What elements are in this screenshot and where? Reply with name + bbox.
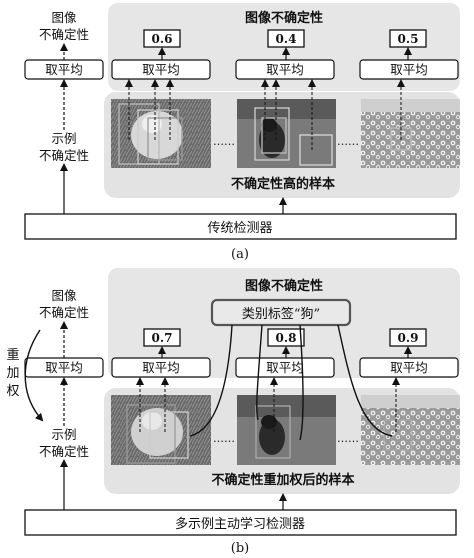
dashed-arrows-a [125, 79, 405, 150]
avg-label-b-1: 取平均 [142, 360, 180, 375]
avg-label-b-2: 取平均 [266, 360, 304, 375]
sample-image-b-2 [237, 395, 336, 465]
detector-box-a [24, 213, 457, 240]
caption-b: (b) [231, 541, 249, 556]
banner-title-a: 图像不确定性 [245, 10, 323, 26]
reweight-curved-arrow [24, 329, 44, 422]
dots-b-1: …… [213, 432, 235, 445]
reweight-char-2: 加 [6, 366, 19, 381]
reweight-char-3: 权 [6, 383, 19, 399]
instance-uncertainty-label-a-2: 不确定性 [39, 148, 89, 163]
caption-a: (a) [231, 247, 249, 262]
detector-box-b [24, 509, 457, 536]
detector-label-b: 多示例主动学习检测器 [175, 516, 305, 532]
avg-label-a-left: 取平均 [45, 62, 83, 77]
sample-image-a-2 [237, 99, 336, 168]
samples-caption-b: 不确定性重加权后的样本 [211, 472, 354, 488]
image-uncertainty-label-a-2: 不确定性 [39, 27, 89, 42]
avg-label-a-3: 取平均 [390, 62, 428, 77]
sample-image-a-1 [111, 99, 211, 168]
panel-a: 图像不确定性 图像 不确定性 0.6 0.4 0.5 取平均 取平均 取平均 取… [24, 3, 460, 262]
detector-label-a: 传统检测器 [207, 221, 272, 236]
class-label-links [189, 324, 393, 441]
value-a-3: 0.5 [398, 32, 419, 46]
avg-box-a-2 [235, 59, 335, 80]
dots-a-2: …… [337, 135, 359, 148]
value-a-2: 0.4 [276, 32, 297, 46]
sample-image-b-3 [361, 395, 460, 465]
panel-b: 图像不确定性 类别标签“狗” 图像 不确定性 0.7 0.8 0.9 取平均 取… [6, 268, 460, 556]
samples-caption-a: 不确定性高的样本 [231, 176, 335, 192]
avg-box-b-3 [359, 357, 459, 378]
dots-a-1: …… [213, 135, 235, 148]
value-b-2: 0.8 [276, 331, 297, 345]
avg-box-a-1 [111, 59, 211, 80]
value-a-1: 0.6 [152, 32, 173, 46]
image-uncertainty-label-a-1: 图像 [51, 10, 77, 25]
banner-title-b: 图像不确定性 [245, 278, 323, 294]
class-label: 类别标签“狗” [242, 306, 320, 322]
class-label-box [210, 298, 352, 327]
sample-image-b-1 [111, 395, 211, 465]
avg-box-b-2 [235, 357, 335, 378]
instance-uncertainty-label-a-1: 示例 [51, 131, 76, 146]
image-uncertainty-label-b-2: 不确定性 [39, 305, 89, 320]
sample-image-a-3 [361, 99, 460, 168]
dots-b-2: …… [337, 432, 359, 445]
avg-label-b-left: 取平均 [45, 360, 83, 375]
image-uncertainty-label-b-1: 图像 [51, 288, 77, 303]
avg-label-a-1: 取平均 [142, 62, 180, 77]
avg-label-a-2: 取平均 [266, 62, 304, 77]
avg-box-a-3 [359, 59, 459, 80]
value-b-3: 0.9 [398, 331, 419, 345]
value-b-1: 0.7 [152, 331, 173, 345]
dashed-arrows-b [136, 377, 400, 432]
instance-uncertainty-label-b-1: 示例 [51, 427, 76, 442]
reweight-char-1: 重 [6, 347, 19, 363]
avg-label-b-3: 取平均 [390, 360, 428, 375]
instance-uncertainty-label-b-2: 不确定性 [39, 444, 89, 459]
